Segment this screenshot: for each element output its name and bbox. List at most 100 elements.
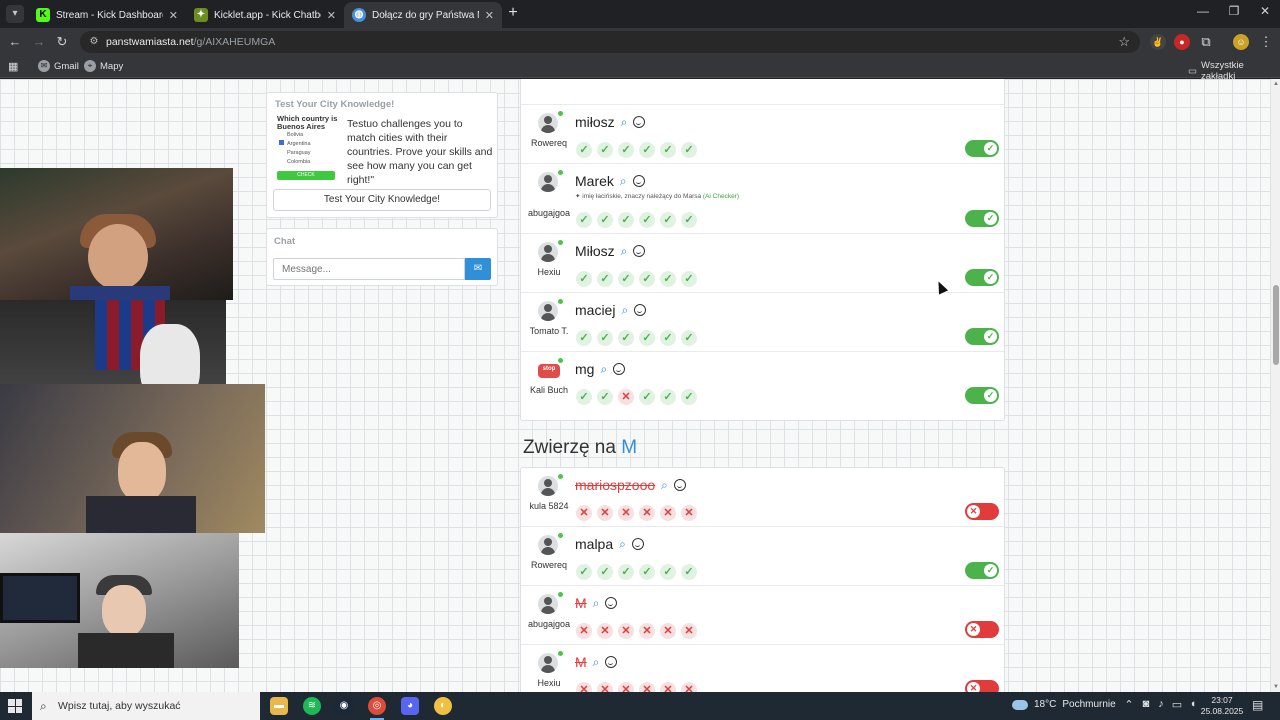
online-status-dot (558, 474, 563, 479)
close-icon[interactable]: ✕ (326, 9, 336, 22)
accept-toggle[interactable]: ✕ (965, 503, 999, 520)
vote-reject-icon: ✕ (597, 505, 613, 521)
vote-reject-icon: ✕ (681, 505, 697, 521)
menu-dots-icon[interactable]: ⋮ (1259, 34, 1273, 49)
page-scrollbar[interactable]: ▲ ▼ (1270, 79, 1280, 692)
ad-thumbnail[interactable]: Which country is Buenos Aires Bolivia Ar… (277, 115, 341, 185)
microphone-icon[interactable]: ♪ (1158, 698, 1164, 710)
system-clock[interactable]: 23:07 25.08.2025 (1200, 695, 1244, 716)
search-icon[interactable]: ⌕ (620, 243, 628, 258)
steam-icon[interactable]: ◉ (335, 697, 353, 715)
chat-message-input[interactable] (273, 258, 465, 280)
tab-kick-dashboard[interactable]: K Stream - Kick Dashboard ✕ (28, 2, 186, 28)
tab-kicklet[interactable]: ✦ Kicklet.app - Kick Chatbot and ✕ (186, 2, 344, 28)
extension-icon[interactable]: ✌ (1150, 34, 1166, 50)
emoji-reaction-icon[interactable] (632, 175, 645, 187)
online-status-dot (558, 299, 563, 304)
bookmark-maps[interactable]: ⌖Mapy (84, 60, 123, 72)
answer-text: M (575, 654, 587, 670)
file-explorer-icon[interactable]: ▬ (270, 697, 288, 715)
chevron-up-icon[interactable]: ⌃ (1124, 699, 1134, 711)
kicklet-icon: ✦ (194, 8, 208, 22)
tab-title: Stream - Kick Dashboard (56, 9, 163, 21)
accept-toggle[interactable]: ✓ (965, 387, 999, 404)
bookmark-star-icon[interactable]: ☆ (1118, 34, 1130, 49)
all-bookmarks[interactable]: ▭Wszystkie zakładki (1188, 60, 1244, 82)
emoji-reaction-icon[interactable] (605, 656, 618, 668)
vote-accept-icon: ✓ (660, 564, 676, 580)
new-tab-icon[interactable]: + (508, 4, 518, 21)
vote-accept-icon: ✓ (576, 212, 592, 228)
votes: ✓✓✕✓✓✓ (576, 389, 697, 405)
search-icon[interactable]: ⌕ (620, 114, 628, 129)
extensions-puzzle-icon[interactable]: ⧉ (1201, 34, 1211, 49)
emoji-reaction-icon[interactable] (631, 538, 644, 550)
votes: ✓✓✓✓✓✓ (576, 142, 697, 158)
emoji-reaction-icon[interactable] (605, 597, 618, 609)
address-bar: ← → ↻ ⚙ panstwamiasta.net/g/AIXAHEUMGA ☆… (0, 28, 1280, 56)
vote-accept-icon: ✓ (597, 389, 613, 405)
close-icon[interactable]: ✕ (168, 9, 178, 22)
volume-icon[interactable]: ◖ (1189, 698, 1197, 710)
extension-icon[interactable]: ● (1174, 34, 1190, 50)
notifications-icon[interactable]: ▤ (1252, 698, 1264, 712)
vote-reject-icon: ✕ (597, 682, 613, 692)
accept-toggle[interactable]: ✓ (965, 269, 999, 286)
vote-reject-icon: ✕ (639, 623, 655, 639)
site-info-icon[interactable]: ⚙ (89, 36, 99, 47)
search-icon[interactable]: ⌕ (619, 536, 626, 551)
reload-icon[interactable]: ↻ (56, 34, 68, 49)
votes: ✓✓✓✓✓✓ (576, 564, 697, 580)
emoji-reaction-icon[interactable] (633, 245, 646, 257)
search-icon[interactable]: ⌕ (592, 595, 600, 610)
chrome-icon[interactable]: ◎ (368, 697, 386, 720)
accept-toggle[interactable]: ✕ (965, 621, 999, 638)
accept-toggle[interactable]: ✓ (965, 140, 999, 157)
answer: Miłosz⌕ (575, 243, 646, 259)
apps-grid-icon[interactable]: ▦ (8, 61, 19, 73)
back-icon[interactable]: ← (8, 34, 22, 49)
vote-reject-icon: ✕ (618, 682, 634, 692)
scrollbar-thumb[interactable] (1273, 285, 1279, 365)
tab-search-icon[interactable]: ▾ (6, 5, 24, 23)
accept-toggle[interactable]: ✓ (965, 328, 999, 345)
accept-toggle[interactable]: ✓ (965, 210, 999, 227)
discord-icon[interactable]: ◕ (401, 697, 419, 715)
emoji-reaction-icon[interactable] (673, 479, 686, 491)
search-icon[interactable]: ⌕ (619, 173, 627, 188)
ad-cta-button[interactable]: Test Your City Knowledge! (273, 189, 491, 211)
emoji-reaction-icon[interactable] (633, 116, 646, 128)
vote-accept-icon: ✓ (639, 142, 655, 158)
close-icon[interactable]: ✕ (484, 9, 494, 22)
camera-icon[interactable]: ◙ (1142, 698, 1150, 710)
profile-avatar[interactable]: ☺ (1233, 34, 1249, 50)
search-icon[interactable]: ⌕ (600, 361, 608, 376)
vote-reject-icon: ✕ (681, 682, 697, 692)
restore-icon[interactable]: ❐ (1228, 4, 1240, 18)
minimize-icon[interactable]: — (1197, 4, 1209, 18)
forward-icon[interactable]: → (32, 34, 46, 49)
emoji-reaction-icon[interactable] (613, 363, 626, 375)
emoji-reaction-icon[interactable] (634, 304, 647, 316)
accept-toggle[interactable]: ✓ (965, 562, 999, 579)
answer-row: Miłosz⌕Hexiu✓✓✓✓✓✓✓ (521, 234, 1004, 293)
search-icon[interactable]: ⌕ (621, 302, 629, 317)
close-window-icon[interactable]: ✕ (1259, 4, 1271, 18)
votes: ✓✓✓✓✓✓ (576, 330, 697, 346)
windows-start-icon[interactable] (8, 699, 22, 713)
send-message-button[interactable]: ✉ (465, 258, 491, 280)
bookmark-gmail[interactable]: ✉Gmail (38, 60, 79, 72)
search-icon: ⌕ (40, 699, 47, 713)
tab-panstwa-miasta[interactable]: ◍ Dołącz do gry Państwa Miasta ✕ (344, 2, 502, 28)
vote-accept-icon: ✓ (681, 330, 697, 346)
url-omnibox[interactable]: ⚙ panstwamiasta.net/g/AIXAHEUMGA ☆ (80, 31, 1140, 53)
app-icon[interactable]: ◐ (434, 697, 452, 715)
search-icon[interactable]: ⌕ (592, 654, 600, 669)
network-icon[interactable]: ▭ (1171, 699, 1183, 711)
answer-row: malpa⌕Rowereq✓✓✓✓✓✓✓ (521, 527, 1004, 586)
weather-widget[interactable]: 18°C Pochmurnie (1012, 699, 1116, 710)
spotify-icon[interactable]: ≋ (303, 697, 321, 715)
accept-toggle[interactable]: ✕ (965, 680, 999, 692)
taskbar-search[interactable]: ⌕ Wpisz tutaj, aby wyszukać (32, 692, 260, 720)
search-icon[interactable]: ⌕ (661, 477, 668, 492)
